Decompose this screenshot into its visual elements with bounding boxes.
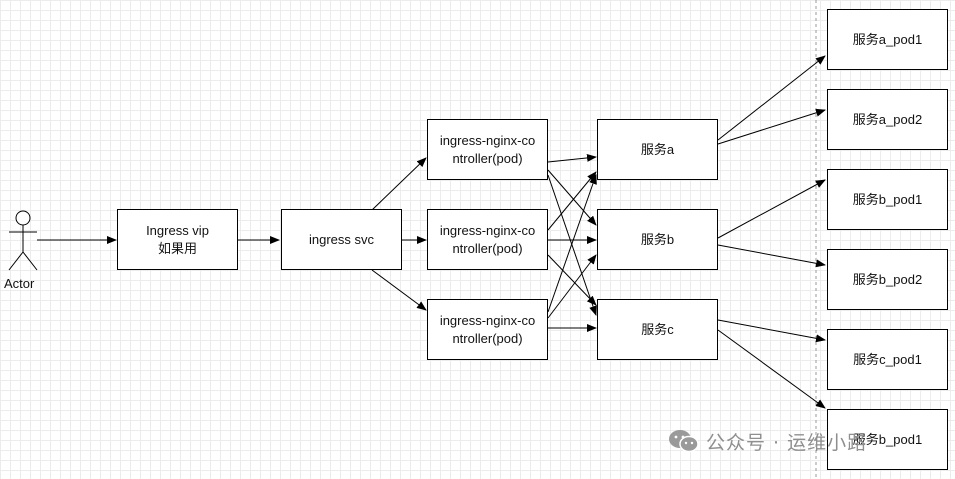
edge-svc-controller1 [371, 157, 427, 211]
pod-b1-extra-node[interactable]: 服务b_pod1 [827, 409, 948, 470]
pod-b2-label: 服务b_pod2 [852, 271, 923, 287]
pod-c1-label: 服务c_pod1 [853, 351, 922, 367]
ingress-vip-node[interactable]: Ingress vip 如果用 [117, 209, 238, 270]
pod-b1-label: 服务b_pod1 [852, 191, 923, 207]
ingress-svc-label: ingress svc [308, 231, 375, 247]
controller-1-line2: ntroller(pod) [452, 150, 523, 166]
controller-pod-1[interactable]: ingress-nginx-co ntroller(pod) [427, 119, 548, 180]
edge-c1-sa [547, 153, 597, 163]
controller-2-line1: ingress-nginx-co [439, 222, 536, 238]
controller-pod-2[interactable]: ingress-nginx-co ntroller(pod) [427, 209, 548, 270]
service-b-label: 服务b [640, 231, 675, 247]
service-c-label: 服务c [641, 321, 674, 337]
pod-a2-node[interactable]: 服务a_pod2 [827, 89, 948, 150]
edge-sa-pod-a1 [717, 55, 826, 141]
pod-a2-label: 服务a_pod2 [852, 111, 923, 127]
controller-3-line2: ntroller(pod) [452, 330, 523, 346]
pod-b2-node[interactable]: 服务b_pod2 [827, 249, 948, 310]
pod-a1-node[interactable]: 服务a_pod1 [827, 9, 948, 70]
edge-sb-pod-b2 [717, 244, 826, 268]
wechat-icon [669, 430, 699, 453]
actor-figure [8, 210, 38, 271]
ingress-vip-line1: Ingress vip [146, 222, 209, 238]
edge-sc-pod-b1-extra [717, 329, 826, 409]
watermark: 公众号 · 运维小路 [668, 426, 867, 456]
pod-b1-extra-label: 服务b_pod1 [852, 431, 923, 447]
service-a-node[interactable]: 服务a [597, 119, 718, 180]
edge-sa-pod-a2 [717, 108, 826, 145]
ingress-vip-line2: 如果用 [157, 240, 197, 256]
controller-pod-3[interactable]: ingress-nginx-co ntroller(pod) [427, 299, 548, 360]
service-b-node[interactable]: 服务b [597, 209, 718, 270]
pod-a1-label: 服务a_pod1 [852, 31, 923, 47]
controller-2-line2: ntroller(pod) [452, 240, 523, 256]
service-a-label: 服务a [640, 141, 675, 157]
edge-sb-pod-b1 [717, 179, 826, 239]
edge-sc-pod-c1 [717, 319, 826, 343]
pod-b1-node[interactable]: 服务b_pod1 [827, 169, 948, 230]
pod-c1-node[interactable]: 服务c_pod1 [827, 329, 948, 390]
edge-c1-sb [547, 169, 597, 226]
watermark-text: 公众号 · 运维小路 [706, 431, 868, 454]
edge-c3-sb [547, 254, 597, 319]
edge-svc-controller3 [371, 269, 427, 311]
actor-label: Actor [4, 276, 35, 291]
edge-c3-sa [547, 174, 597, 313]
controller-1-line1: ingress-nginx-co [439, 132, 536, 148]
edge-c2-sc [547, 254, 597, 306]
ingress-svc-node[interactable]: ingress svc [281, 209, 402, 270]
service-c-node[interactable]: 服务c [597, 299, 718, 360]
controller-3-line1: ingress-nginx-co [439, 312, 536, 328]
edge-c2-sa [547, 171, 597, 231]
